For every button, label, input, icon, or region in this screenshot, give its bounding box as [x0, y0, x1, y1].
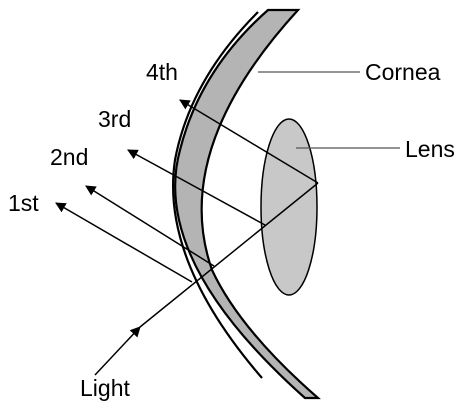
reflection-2nd-label: 2nd: [50, 144, 88, 170]
reflection-1st-ray: [56, 203, 192, 282]
light-label: Light: [80, 375, 130, 401]
reflection-1st-label: 1st: [8, 190, 39, 216]
lens-label: Lens: [405, 136, 455, 162]
reflection-3rd-label: 3rd: [98, 106, 131, 132]
light-ray: [95, 327, 140, 375]
cornea-label: Cornea: [365, 59, 441, 85]
reflection-4th-label: 4th: [146, 59, 178, 85]
